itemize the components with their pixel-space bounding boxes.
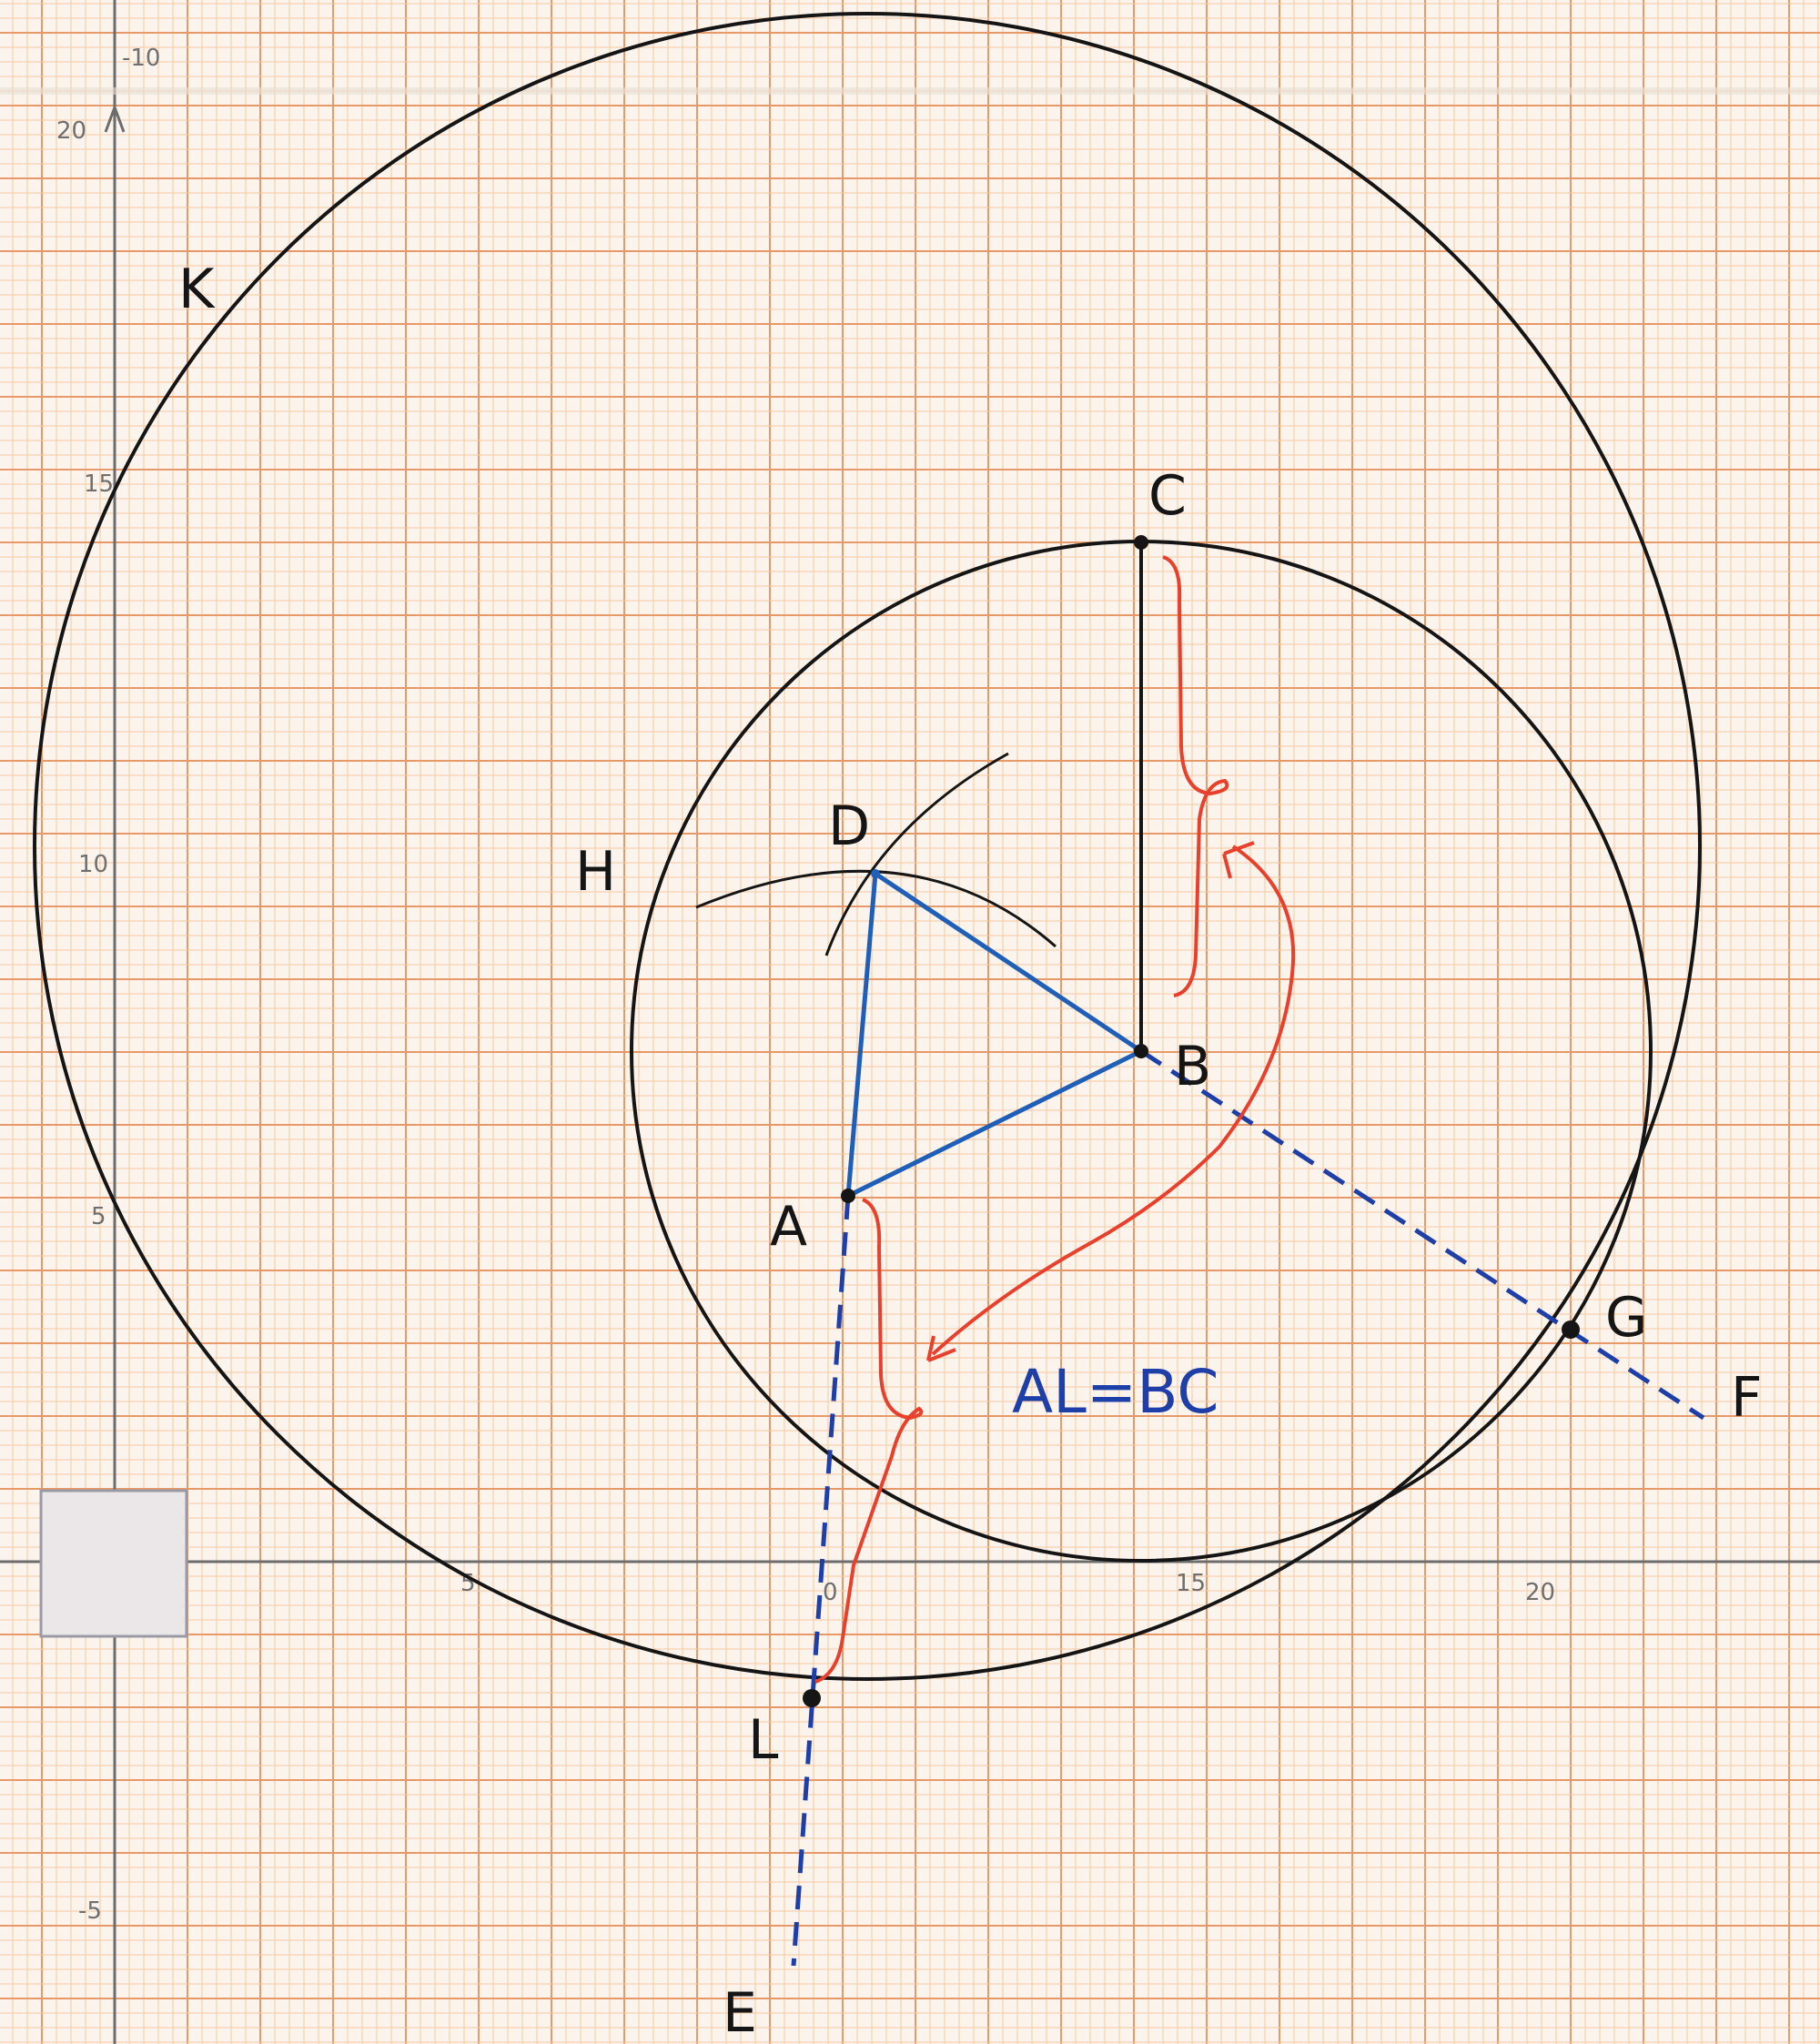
x-tick-label-0: 0	[823, 1579, 838, 1606]
point-b	[1134, 1044, 1148, 1058]
y-tick-label-15: 15	[84, 471, 114, 498]
construction-arc-from-b	[824, 752, 1009, 956]
label-d: D	[828, 794, 870, 858]
brace-al	[814, 1198, 924, 1684]
sticky-note-square	[39, 1489, 188, 1638]
taped-paper-edge	[0, 87, 1820, 95]
label-c: C	[1148, 464, 1187, 528]
label-h: H	[575, 840, 616, 904]
label-g: G	[1605, 1286, 1648, 1350]
label-l: L	[748, 1708, 779, 1772]
y-tick-label-neg5: -5	[78, 1897, 102, 1925]
y-tick-label-20: 20	[56, 117, 86, 145]
transfer-arrow-curve	[931, 845, 1296, 1356]
x-tick-label-15: 15	[1176, 1570, 1206, 1597]
y-tick-label-5: 5	[91, 1203, 106, 1230]
label-e: E	[723, 1981, 757, 2044]
point-a	[841, 1189, 855, 1203]
x-tick-label-20: 20	[1525, 1579, 1555, 1606]
y-tick-label-10: 10	[78, 851, 108, 878]
triangle-abd	[845, 871, 1144, 1199]
arrowhead-at-al	[926, 1335, 956, 1362]
y-axis-arrow	[104, 106, 126, 133]
point-l	[803, 1689, 821, 1707]
ray-db-extended-f	[1139, 1048, 1705, 1421]
circle-k	[33, 12, 1702, 1681]
point-g	[1562, 1321, 1580, 1339]
label-a: A	[770, 1195, 807, 1259]
arrowhead-at-bc	[1222, 841, 1255, 879]
top-axis-label: -10	[122, 45, 160, 72]
construction-arc-from-a	[695, 869, 1057, 948]
label-b: B	[1174, 1035, 1211, 1098]
point-d	[871, 869, 880, 878]
brace-bc	[1162, 555, 1229, 997]
point-c	[1134, 535, 1148, 550]
label-k: K	[178, 258, 216, 321]
ray-da-extended-e	[791, 1195, 851, 1967]
label-f: F	[1731, 1366, 1763, 1430]
equation-al-equals-bc: AL=BC	[1012, 1357, 1218, 1427]
